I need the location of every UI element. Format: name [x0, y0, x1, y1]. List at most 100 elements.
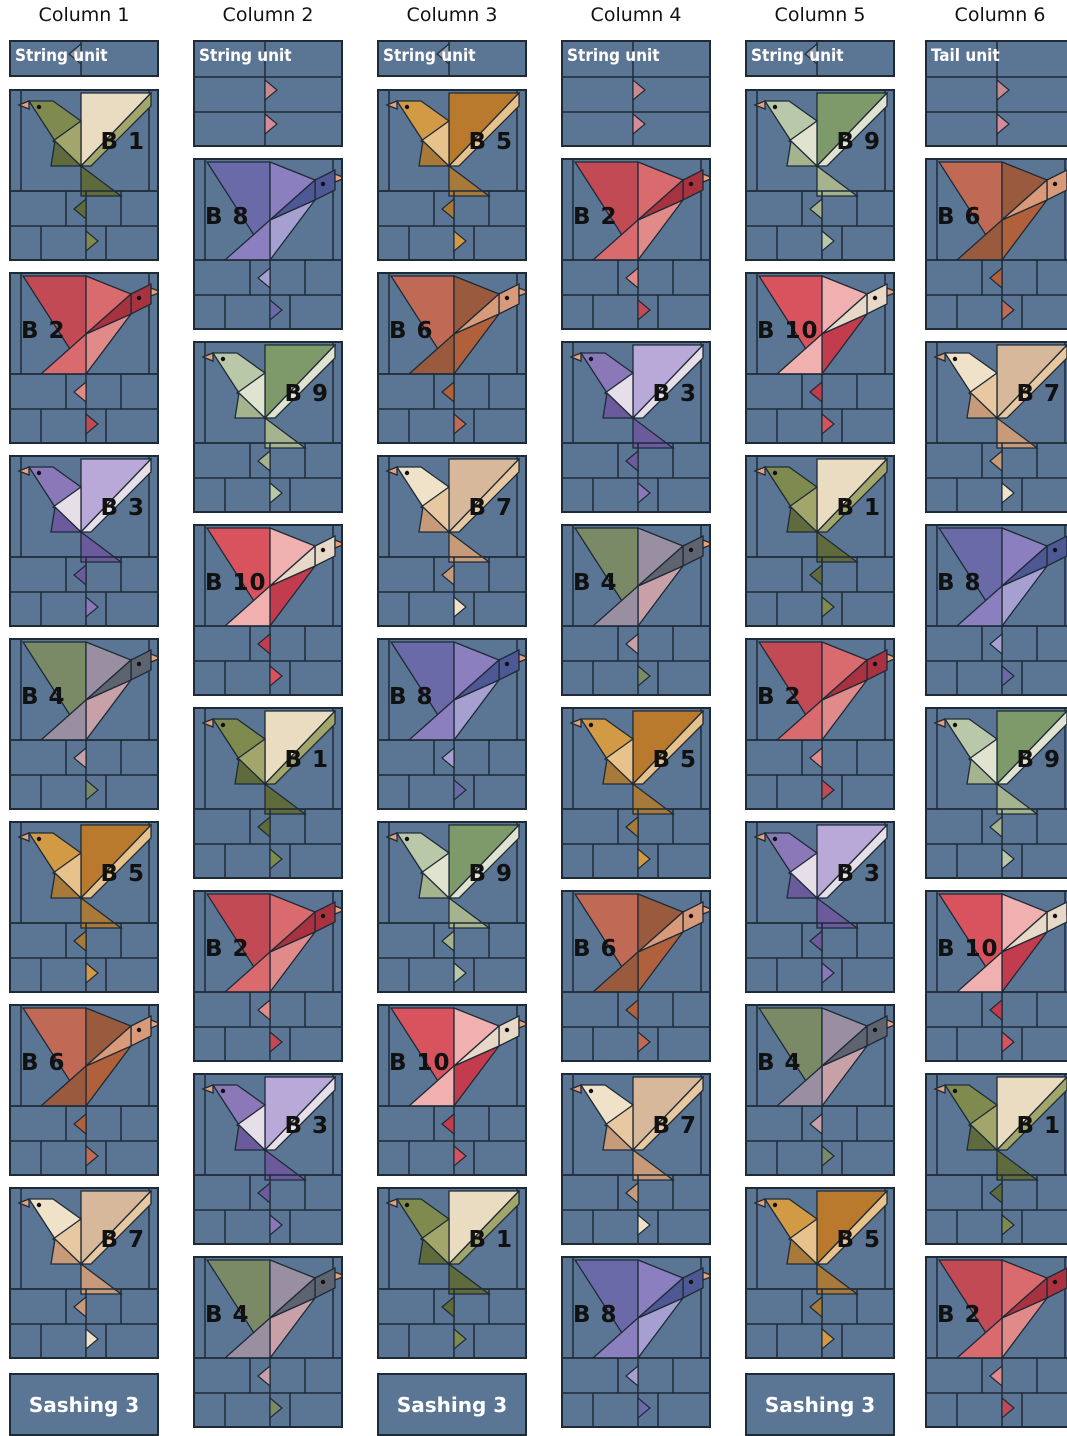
block-label: B 4: [205, 1302, 250, 1328]
string-flag-triangle: [633, 114, 645, 134]
string-flag-triangle: [442, 1297, 454, 1317]
string-flag-triangle: [638, 666, 650, 686]
string-flag-triangle: [626, 268, 638, 288]
string-flag-triangle: [638, 849, 650, 869]
bird-block: B 5: [745, 1187, 895, 1359]
block-label: B 1: [100, 129, 145, 155]
bird-block: B 4: [561, 524, 711, 696]
string-flag-triangle: [86, 1146, 98, 1166]
bird-block-graphic: [563, 526, 711, 696]
block-label: B 10: [205, 570, 267, 596]
bird-block-graphic: [195, 709, 343, 879]
string-unit: String unit: [193, 40, 343, 147]
string-flag-triangle: [822, 963, 834, 983]
string-flag-triangle: [454, 414, 466, 434]
block-label: B 6: [389, 318, 434, 344]
block-label: B 9: [1016, 747, 1061, 773]
string-flag-triangle: [997, 114, 1009, 134]
block-label: B 7: [1016, 381, 1061, 407]
sashing-strip: Sashing 3: [9, 1373, 159, 1436]
bird-block: B 2: [561, 158, 711, 330]
block-label: B 9: [836, 129, 881, 155]
bird-block: B 2: [925, 1256, 1067, 1428]
string-flag-triangle: [997, 80, 1009, 100]
bird-block-graphic: [563, 160, 711, 330]
unit-label: String unit: [199, 46, 292, 66]
bird-block: B 2: [193, 890, 343, 1062]
bird-block-graphic: [927, 526, 1067, 696]
bird-block: B 7: [377, 455, 527, 627]
string-unit: String unit: [561, 40, 711, 147]
bird-block: B 8: [925, 524, 1067, 696]
string-flag-triangle: [86, 231, 98, 251]
column-header: Column 5: [745, 4, 895, 26]
bird-block-graphic: [747, 640, 895, 810]
block-label: B 5: [652, 747, 697, 773]
block-label: B 3: [652, 381, 697, 407]
string-flag-triangle: [454, 963, 466, 983]
bird-block-graphic: [11, 1189, 159, 1359]
string-flag-triangle: [442, 565, 454, 585]
block-label: B 2: [573, 204, 618, 230]
bird-block: B 10: [745, 272, 895, 444]
block-label: B 1: [284, 747, 329, 773]
bird-block: B 1: [377, 1187, 527, 1359]
bird-block-graphic: [927, 1075, 1067, 1245]
unit-label: Tail unit: [931, 46, 1000, 66]
bird-block: B 6: [925, 158, 1067, 330]
block-label: B 8: [205, 204, 250, 230]
string-flag-triangle: [454, 597, 466, 617]
bird-block: B 9: [745, 89, 895, 261]
bird-block-graphic: [927, 892, 1067, 1062]
bird-block-graphic: [11, 91, 159, 261]
bird-block: B 7: [9, 1187, 159, 1359]
string-flag-triangle: [74, 931, 86, 951]
block-label: B 2: [757, 684, 802, 710]
block-label: B 6: [573, 936, 618, 962]
string-flag-triangle: [74, 382, 86, 402]
string-flag-triangle: [74, 565, 86, 585]
bird-block: B 8: [561, 1256, 711, 1428]
bird-block-graphic: [11, 823, 159, 993]
string-flag-triangle: [1002, 1215, 1014, 1235]
string-flag-triangle: [258, 817, 270, 837]
string-flag-triangle: [265, 80, 277, 100]
block-label: B 1: [468, 1227, 513, 1253]
bird-block-graphic: [747, 1006, 895, 1176]
string-flag-triangle: [626, 634, 638, 654]
string-flag-triangle: [1002, 849, 1014, 869]
string-flag-triangle: [822, 231, 834, 251]
block-label: B 5: [468, 129, 513, 155]
block-label: B 4: [573, 570, 618, 596]
sashing-label: Sashing 3: [29, 1393, 139, 1417]
column-header: Column 2: [193, 4, 343, 26]
bird-block-graphic: [11, 274, 159, 444]
sashing-label: Sashing 3: [397, 1393, 507, 1417]
column-header: Column 6: [925, 4, 1067, 26]
block-label: B 2: [937, 1302, 982, 1328]
bird-block-graphic: [927, 160, 1067, 330]
bird-block: B 6: [9, 1004, 159, 1176]
string-flag-triangle: [265, 114, 277, 134]
string-flag-triangle: [810, 565, 822, 585]
bird-block: B 7: [561, 1073, 711, 1245]
string-flag-triangle: [442, 199, 454, 219]
bird-block-graphic: [927, 709, 1067, 879]
bird-block: B 5: [561, 707, 711, 879]
sashing-strip: Sashing 3: [745, 1373, 895, 1436]
bird-block: B 10: [377, 1004, 527, 1176]
string-flag-triangle: [1002, 1032, 1014, 1052]
bird-block: B 5: [377, 89, 527, 261]
string-flag-triangle: [270, 666, 282, 686]
string-flag-triangle: [270, 1032, 282, 1052]
column-header: Column 3: [377, 4, 527, 26]
block-label: B 6: [21, 1050, 66, 1076]
block-label: B 10: [757, 318, 819, 344]
bird-block: B 1: [745, 455, 895, 627]
string-flag-triangle: [258, 1366, 270, 1386]
bird-block-graphic: [379, 1006, 527, 1176]
bird-block-graphic: [747, 457, 895, 627]
block-label: B 1: [836, 495, 881, 521]
bird-block: B 2: [745, 638, 895, 810]
bird-block-graphic: [379, 640, 527, 810]
